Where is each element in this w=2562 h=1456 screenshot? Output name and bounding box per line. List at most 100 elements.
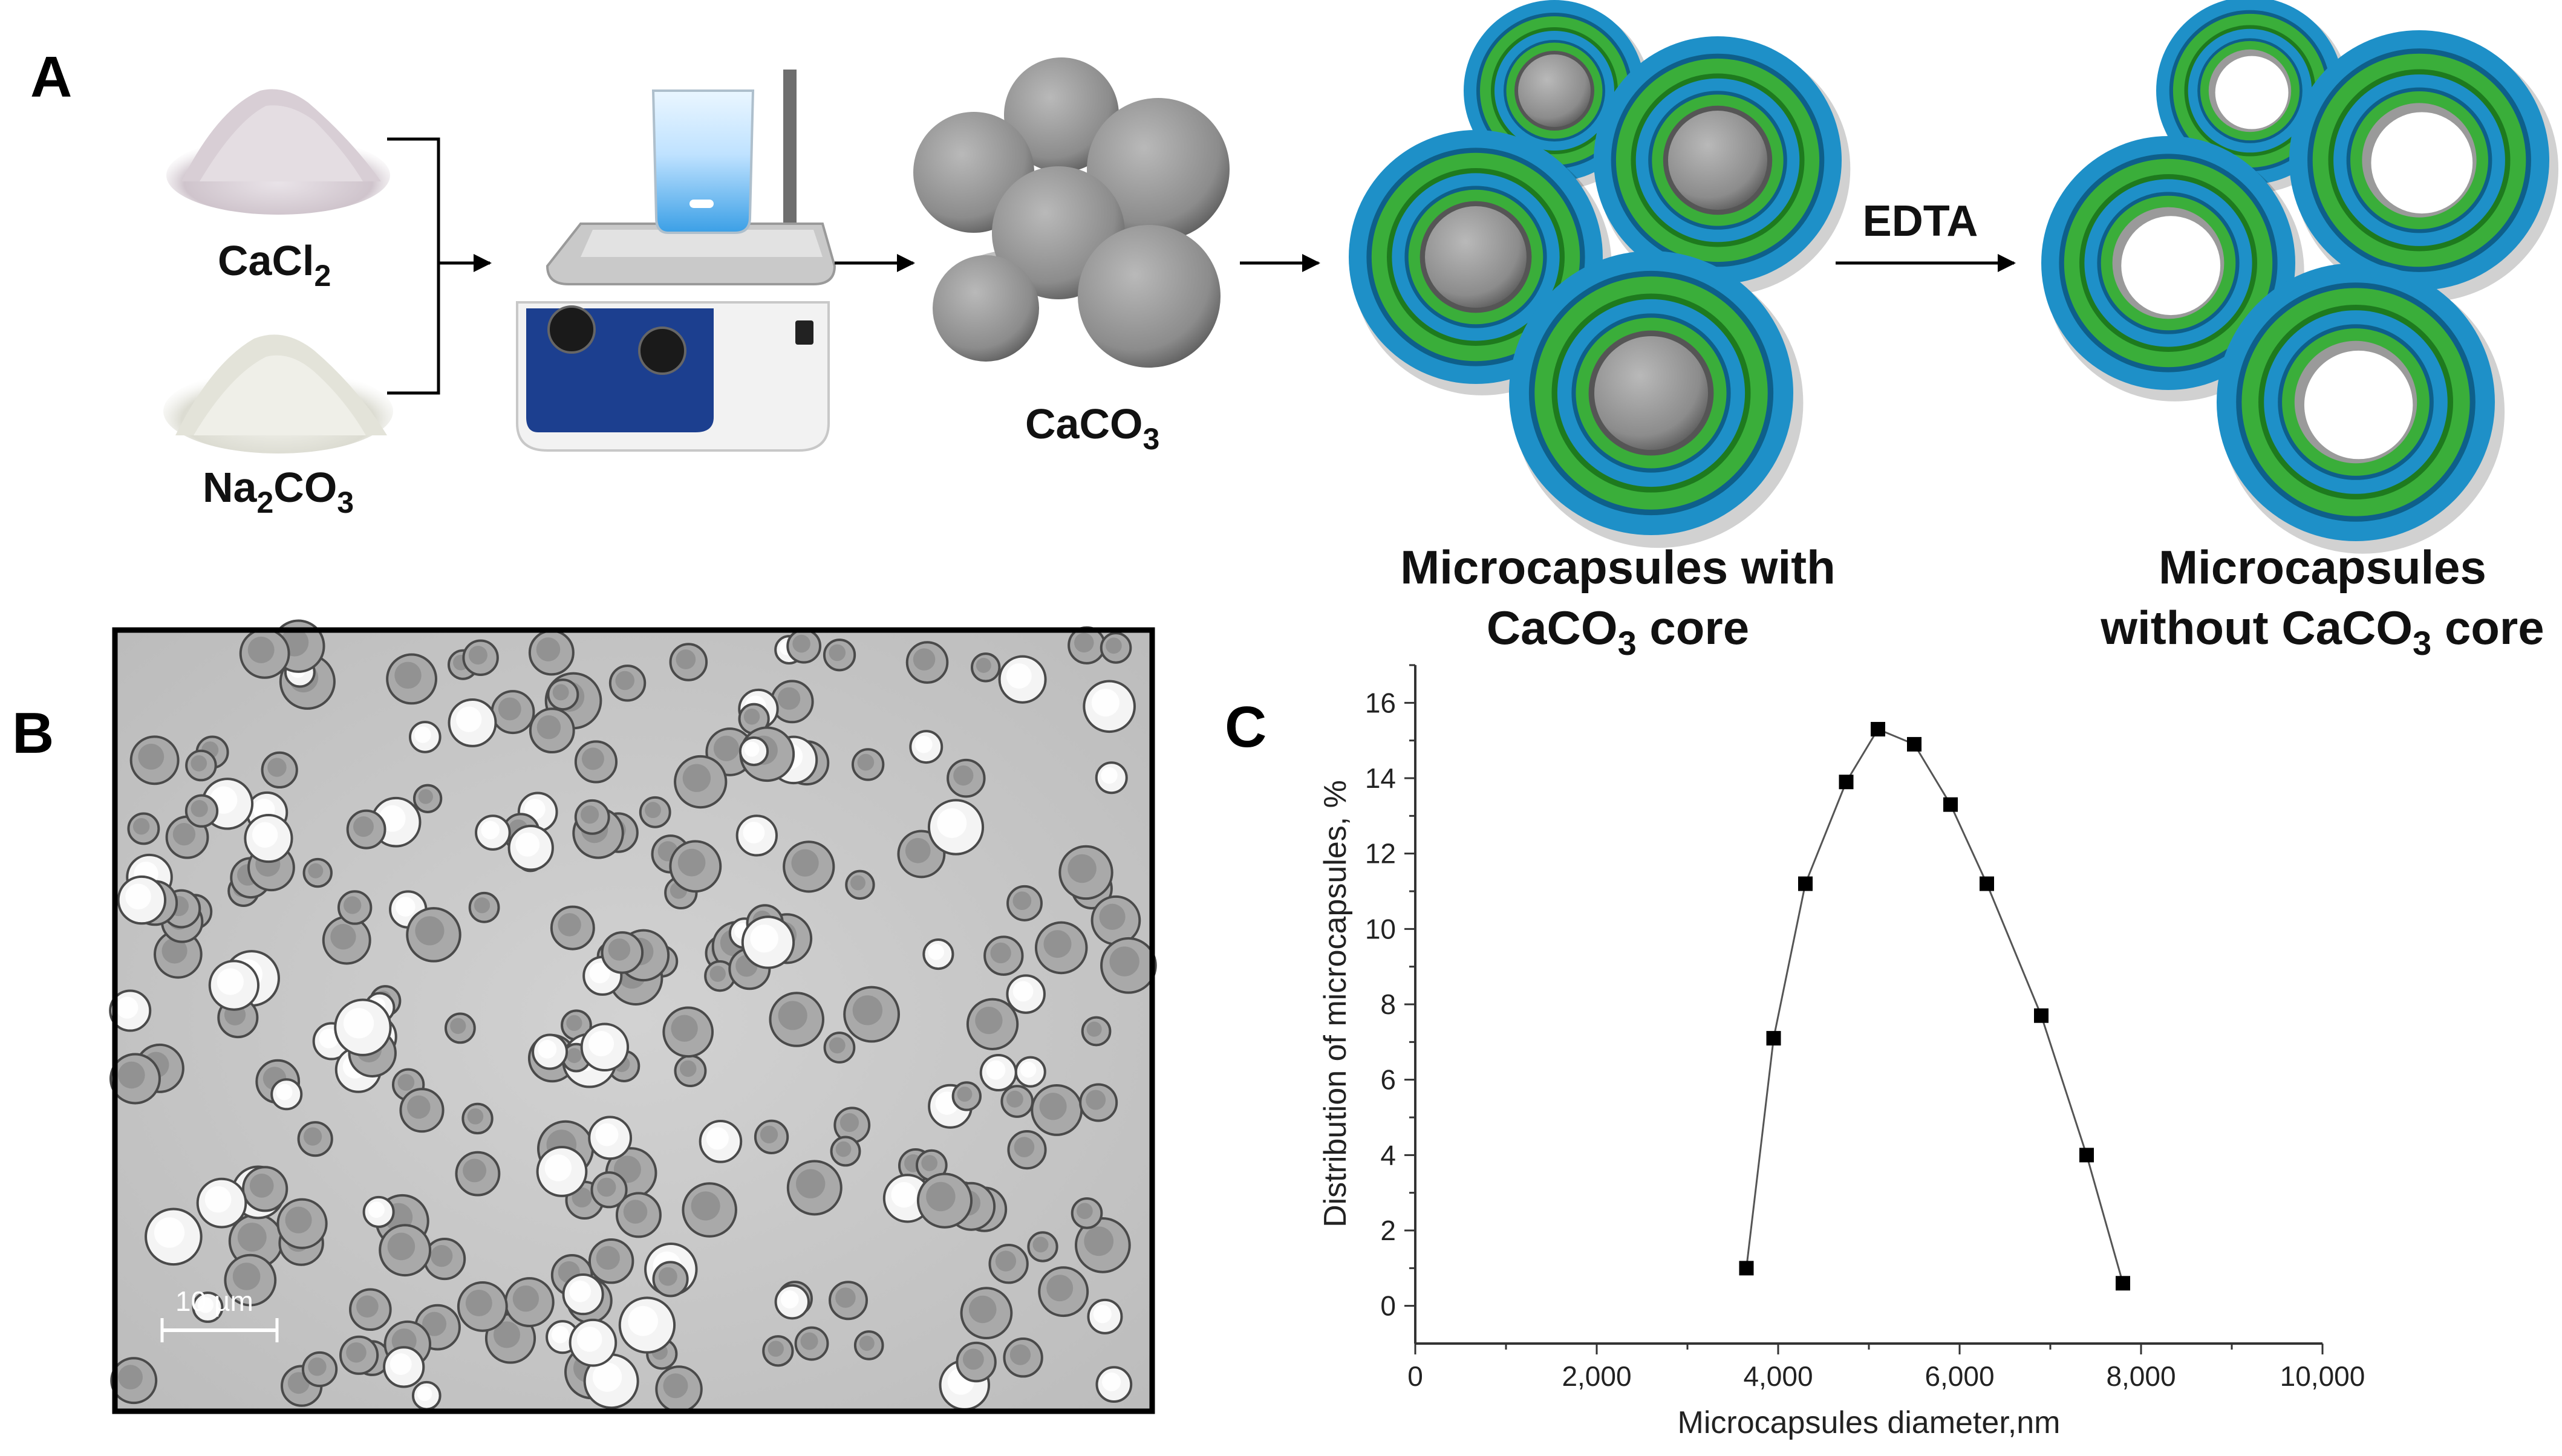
micrograph-cell: [983, 935, 1024, 976]
micrograph-cell: [1100, 937, 1157, 994]
series-line: [1745, 728, 2124, 1284]
without-core-label-line1: Microcapsules: [2159, 541, 2486, 594]
scale-bar: 10 µm: [160, 1285, 279, 1342]
micrograph-cell: [951, 1081, 982, 1111]
micrograph-cell: [786, 1160, 843, 1216]
micrograph-cell: [590, 1171, 628, 1209]
micrograph-cell: [909, 730, 944, 764]
micrograph-cell: [574, 799, 610, 835]
scale-bar-label: 10 µm: [175, 1285, 253, 1317]
micrograph-cell: [652, 1261, 689, 1298]
capsule-core-2: [1594, 36, 1851, 296]
micrograph-cell: [117, 875, 167, 925]
micrograph-cell: [905, 641, 949, 684]
micrograph-cell: [507, 825, 554, 871]
na2co3-label: Na2CO3: [203, 464, 354, 519]
micrograph-cell: [851, 748, 885, 781]
micrograph-cell: [588, 1116, 633, 1160]
micrograph-cell: [411, 1380, 442, 1411]
micrograph-cell: [1006, 974, 1046, 1014]
caco3-label: CaCO3: [1025, 400, 1159, 456]
na2co3-powder-image: [163, 334, 393, 453]
panel-b: B 10 µm: [12, 619, 1157, 1414]
micrograph-cell: [669, 643, 708, 681]
data-point: [1871, 721, 1885, 736]
micrograph-cell: [845, 869, 875, 900]
micrograph-cell: [261, 751, 298, 789]
y-tick-label: 4: [1380, 1139, 1396, 1171]
micrograph-cells-image: [109, 619, 1157, 1413]
micrograph-cell: [455, 1151, 501, 1197]
micrograph-cell: [960, 1287, 1013, 1340]
micrograph-cell: [966, 998, 1019, 1050]
y-axis-title: Distribution of microcapsules, %: [1318, 780, 1353, 1227]
micrograph-cell: [561, 1009, 592, 1041]
micrograph-cell: [1095, 761, 1128, 795]
micrograph-cell: [302, 857, 333, 888]
microcapsules-with-core-image: [1349, 0, 1851, 548]
micrograph-cell: [362, 1195, 395, 1228]
micrograph-cell: [562, 1273, 604, 1316]
data-point: [1739, 1261, 1754, 1276]
micrograph-cell: [830, 1136, 861, 1167]
micrograph-cell: [224, 1253, 277, 1307]
micrograph-cell: [1003, 1337, 1043, 1378]
micrograph-cell: [1007, 1130, 1047, 1170]
micrograph-cell: [532, 1033, 569, 1070]
micrograph-cell: [1038, 1266, 1089, 1318]
micrograph-cell: [988, 1244, 1029, 1284]
micrograph-cell: [927, 799, 985, 856]
data-point: [1839, 775, 1854, 790]
panel-a-letter: A: [30, 45, 72, 109]
micrograph-cell: [475, 814, 511, 851]
micrograph-cell: [569, 1318, 618, 1367]
micrograph-cell: [1068, 626, 1106, 665]
micrograph-cell: [738, 736, 769, 767]
data-point: [1766, 1031, 1781, 1046]
micrograph-cell: [242, 1166, 288, 1212]
micrograph-cell: [735, 814, 778, 857]
micrograph-cell: [970, 652, 1001, 683]
without-core-label-line2: without CaCO3 core: [2100, 601, 2544, 662]
micrograph-cell: [379, 1224, 432, 1277]
micrograph-cell: [1090, 895, 1141, 946]
micrograph-cell: [349, 1288, 392, 1331]
micrograph-cell: [588, 1238, 634, 1284]
micrograph-cell: [608, 665, 647, 702]
micrograph-cell: [1071, 1197, 1103, 1229]
micrograph-cell: [1027, 1231, 1058, 1263]
merge-bracket: [387, 137, 492, 395]
x-axis-title: Microcapsules diameter,nm: [1678, 1405, 2061, 1440]
with-core-label-line1: Microcapsules with: [1400, 541, 1836, 594]
micrograph-cell: [916, 1172, 973, 1229]
edta-label: EDTA: [1863, 197, 1978, 245]
y-tick-label: 12: [1365, 838, 1396, 869]
micrograph-cell: [399, 1088, 445, 1133]
micrograph-cell: [574, 740, 618, 784]
micrograph-cell: [1081, 1016, 1112, 1047]
micrograph-cell: [770, 680, 814, 724]
micrograph-cell: [334, 998, 392, 1056]
micrograph-cell: [774, 1284, 810, 1320]
micrograph-cell: [536, 1146, 588, 1197]
micrograph-cell: [674, 755, 728, 809]
micrograph-cell: [408, 721, 442, 753]
panel-b-letter: B: [12, 701, 54, 765]
micrograph-cell: [828, 1281, 869, 1321]
micrograph-cell: [601, 931, 644, 974]
micrograph-cell: [682, 1182, 737, 1238]
micrograph-cell: [550, 905, 595, 951]
micrograph-cell: [462, 639, 499, 676]
micrograph-cell: [383, 1346, 425, 1388]
capsule-hollow-4: [2217, 263, 2505, 554]
micrograph-cell: [662, 1006, 714, 1058]
micrograph-cell: [270, 1078, 303, 1111]
micrograph-cell: [823, 1032, 856, 1064]
data-point: [2034, 1008, 2049, 1023]
micrograph-cell: [915, 1149, 948, 1181]
micrograph-cell: [655, 1365, 703, 1413]
with-core-label-line2: CaCO3 core: [1487, 601, 1749, 662]
micrograph-cell: [615, 1192, 662, 1238]
